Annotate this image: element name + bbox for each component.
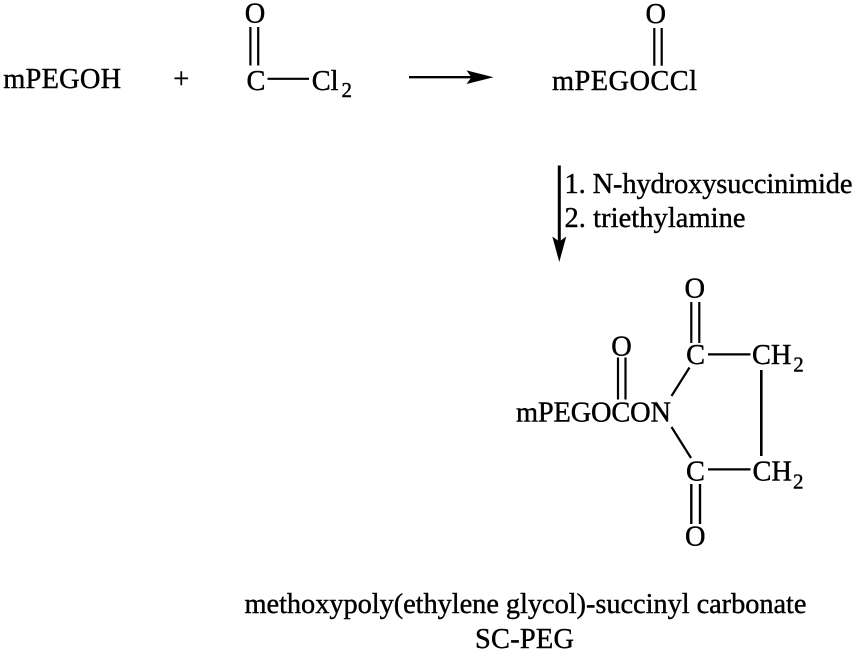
svg-text:O: O — [245, 0, 266, 29]
svg-text:methoxypoly(ethylene glycol)-s: methoxypoly(ethylene glycol)-succinyl ca… — [245, 589, 807, 620]
svg-text:C: C — [686, 457, 705, 488]
svg-text:1. N-hydroxysuccinimide: 1. N-hydroxysuccinimide — [565, 169, 853, 200]
svg-text:CH: CH — [752, 340, 791, 371]
svg-text:2: 2 — [793, 353, 804, 377]
svg-text:CH: CH — [753, 457, 792, 488]
svg-text:Cl: Cl — [312, 66, 339, 97]
svg-text:mPEGOCON: mPEGOCON — [516, 397, 671, 428]
svg-text:mPEGOH: mPEGOH — [3, 64, 121, 95]
svg-text:+: + — [173, 64, 189, 95]
svg-text:O: O — [685, 274, 706, 305]
svg-text:2: 2 — [793, 469, 804, 493]
svg-text:O: O — [645, 0, 666, 30]
svg-text:C: C — [686, 340, 705, 371]
svg-text:SC-PEG: SC-PEG — [475, 624, 574, 651]
svg-text:2: 2 — [342, 78, 353, 102]
svg-text:C: C — [247, 66, 266, 97]
svg-text:O: O — [611, 332, 632, 363]
svg-text:O: O — [685, 522, 706, 553]
svg-text:mPEGOCCl: mPEGOCCl — [552, 66, 697, 97]
svg-text:2. triethylamine: 2. triethylamine — [565, 203, 746, 234]
